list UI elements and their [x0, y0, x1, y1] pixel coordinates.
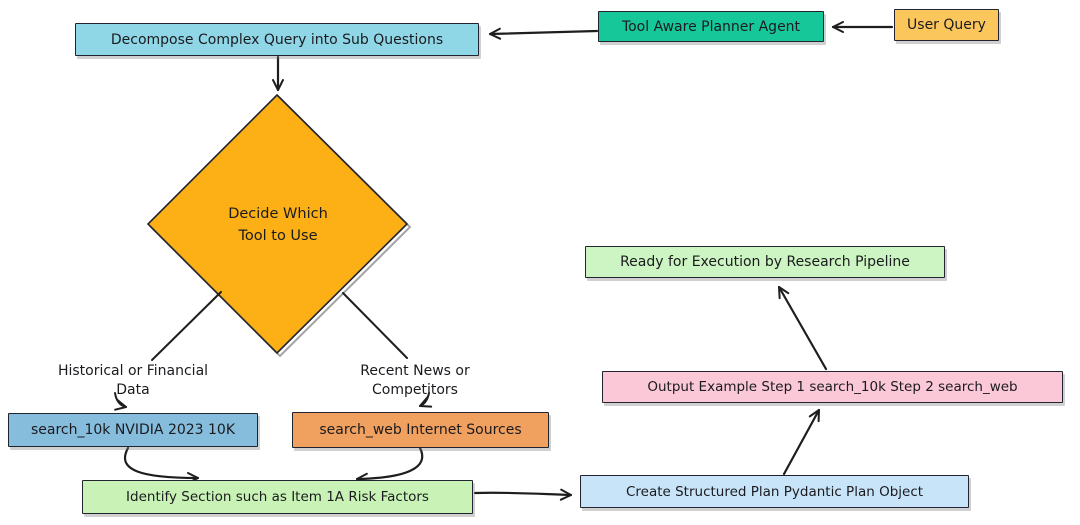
decision-diamond-label-line1: Decide Which [228, 206, 328, 222]
decision-diamond [146, 93, 409, 355]
arrow-output-to-ready [777, 285, 828, 371]
node-output-example: Output Example Step 1 search_10k Step 2 … [602, 371, 1063, 403]
node-ready-for-execution: Ready for Execution by Research Pipeline [585, 246, 945, 278]
branch-label-recent-news-line2: Competitors [372, 381, 458, 398]
decision-diamond-label-line2: Tool to Use [238, 228, 318, 245]
node-search-web: search_web Internet Sources [292, 412, 549, 448]
arrow-searchweb-to-identify [355, 446, 424, 485]
line-diamond-to-recent-label [342, 292, 408, 359]
node-create-structured-plan: Create Structured Plan Pydantic Plan Obj… [580, 475, 969, 508]
node-tool-aware-planner-agent: Tool Aware Planner Agent [598, 11, 824, 42]
arrow-planner-to-decompose [488, 27, 599, 40]
arrow-historical-label-to-search10k [114, 392, 127, 411]
node-identify-section: Identify Section such as Item 1A Risk Fa… [82, 480, 473, 514]
branch-label-historical-line1: Historical or Financial [57, 363, 209, 379]
decision-diamond-label: Decide Which Tool to Use [200, 203, 356, 248]
node-search-10k: search_10k NVIDIA 2023 10K [8, 413, 258, 447]
arrow-search10k-to-identify [123, 446, 200, 484]
arrow-recent-label-to-searchweb [419, 392, 433, 408]
branch-label-historical-line2: Data [116, 381, 150, 398]
node-decompose-query: Decompose Complex Query into Sub Questio… [75, 23, 479, 56]
line-diamond-to-historical-label [151, 291, 222, 361]
node-user-query: User Query [894, 9, 999, 41]
branch-label-historical: Historical or Financial Data [38, 362, 228, 400]
branch-label-recent-news: Recent News or Competitors [330, 362, 500, 400]
arrow-identify-to-create [473, 488, 573, 501]
branch-label-recent-news-line1: Recent News or [360, 363, 470, 379]
arrow-create-to-output [782, 408, 821, 476]
